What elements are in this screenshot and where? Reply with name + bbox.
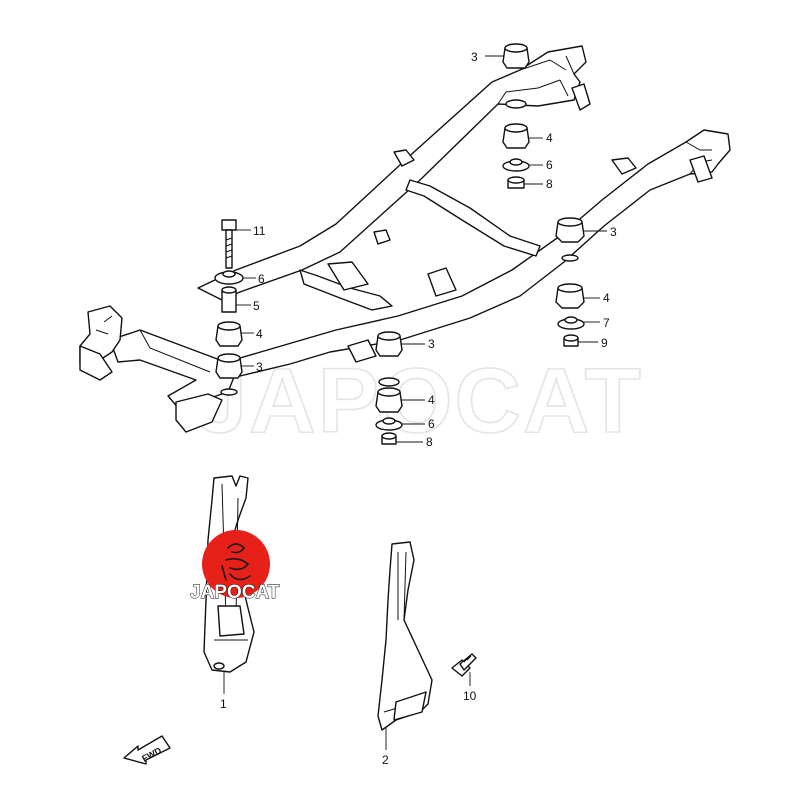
callout-7-front-right: 7 xyxy=(603,316,610,330)
bolt-left xyxy=(221,219,237,269)
body-mount-cushion-lower-center xyxy=(375,387,403,413)
body-mount-cushion-lower-left xyxy=(215,321,243,347)
callout-4-center: 4 xyxy=(428,393,435,407)
washer-hole-center xyxy=(378,377,400,387)
washer-hole-rear-right xyxy=(505,99,527,109)
nut-rear-right xyxy=(507,176,525,189)
callout-8-rear-right: 8 xyxy=(546,177,553,191)
japocat-logo: JAPOCAT xyxy=(190,530,280,603)
callout-3-front-right: 3 xyxy=(610,225,617,239)
callout-leaders xyxy=(223,55,607,750)
callout-6-center: 6 xyxy=(428,417,435,431)
callout-1: 1 xyxy=(220,697,227,711)
callout-10: 10 xyxy=(463,689,477,703)
washer-hole-front-right xyxy=(561,254,579,262)
nut-center xyxy=(381,432,397,445)
washer-hole-left xyxy=(220,388,238,396)
callout-2: 2 xyxy=(382,753,389,767)
washer-center xyxy=(375,417,403,431)
callout-3-left: 3 xyxy=(256,360,263,374)
callout-4-rear-right: 4 xyxy=(546,131,553,145)
nut-front-right xyxy=(563,334,579,347)
body-mount-cushion-upper-left xyxy=(215,353,243,379)
spacer-left xyxy=(221,286,237,313)
washer-front-right xyxy=(557,316,585,330)
callout-8-center: 8 xyxy=(426,435,433,449)
bolt-part-10 xyxy=(451,653,477,677)
forward-direction-arrow: FWD xyxy=(123,735,171,765)
callout-5-left: 5 xyxy=(253,299,260,313)
body-mount-cushion-upper-front-right xyxy=(555,217,585,243)
callout-labels: 3 4 6 8 3 4 7 9 11 6 5 4 3 3 4 6 8 1 2 1… xyxy=(220,50,617,767)
callout-3-rear-right: 3 xyxy=(471,50,478,64)
body-mount-cushion-upper-rear-right xyxy=(502,43,530,69)
callout-6-rear-right: 6 xyxy=(546,158,553,172)
body-mount-cushion-lower-front-right xyxy=(555,283,585,309)
chassis-frame xyxy=(79,45,731,433)
washer-left xyxy=(214,270,244,285)
body-mount-cushion-upper-center xyxy=(375,331,403,357)
bracket-part-2 xyxy=(377,541,433,731)
callout-6-left: 6 xyxy=(258,272,265,286)
logo-text: JAPOCAT xyxy=(190,582,280,603)
logo-emblem-icon xyxy=(221,543,251,581)
body-mount-cushion-lower-rear-right xyxy=(502,123,530,149)
body-mount-parts xyxy=(214,43,585,445)
callout-3-center: 3 xyxy=(428,337,435,351)
callout-9-front-right: 9 xyxy=(601,336,608,350)
callout-4-front-right: 4 xyxy=(603,291,610,305)
washer-rear-right xyxy=(502,158,530,172)
callout-4-left: 4 xyxy=(256,327,263,341)
callout-11-left: 11 xyxy=(253,224,266,238)
